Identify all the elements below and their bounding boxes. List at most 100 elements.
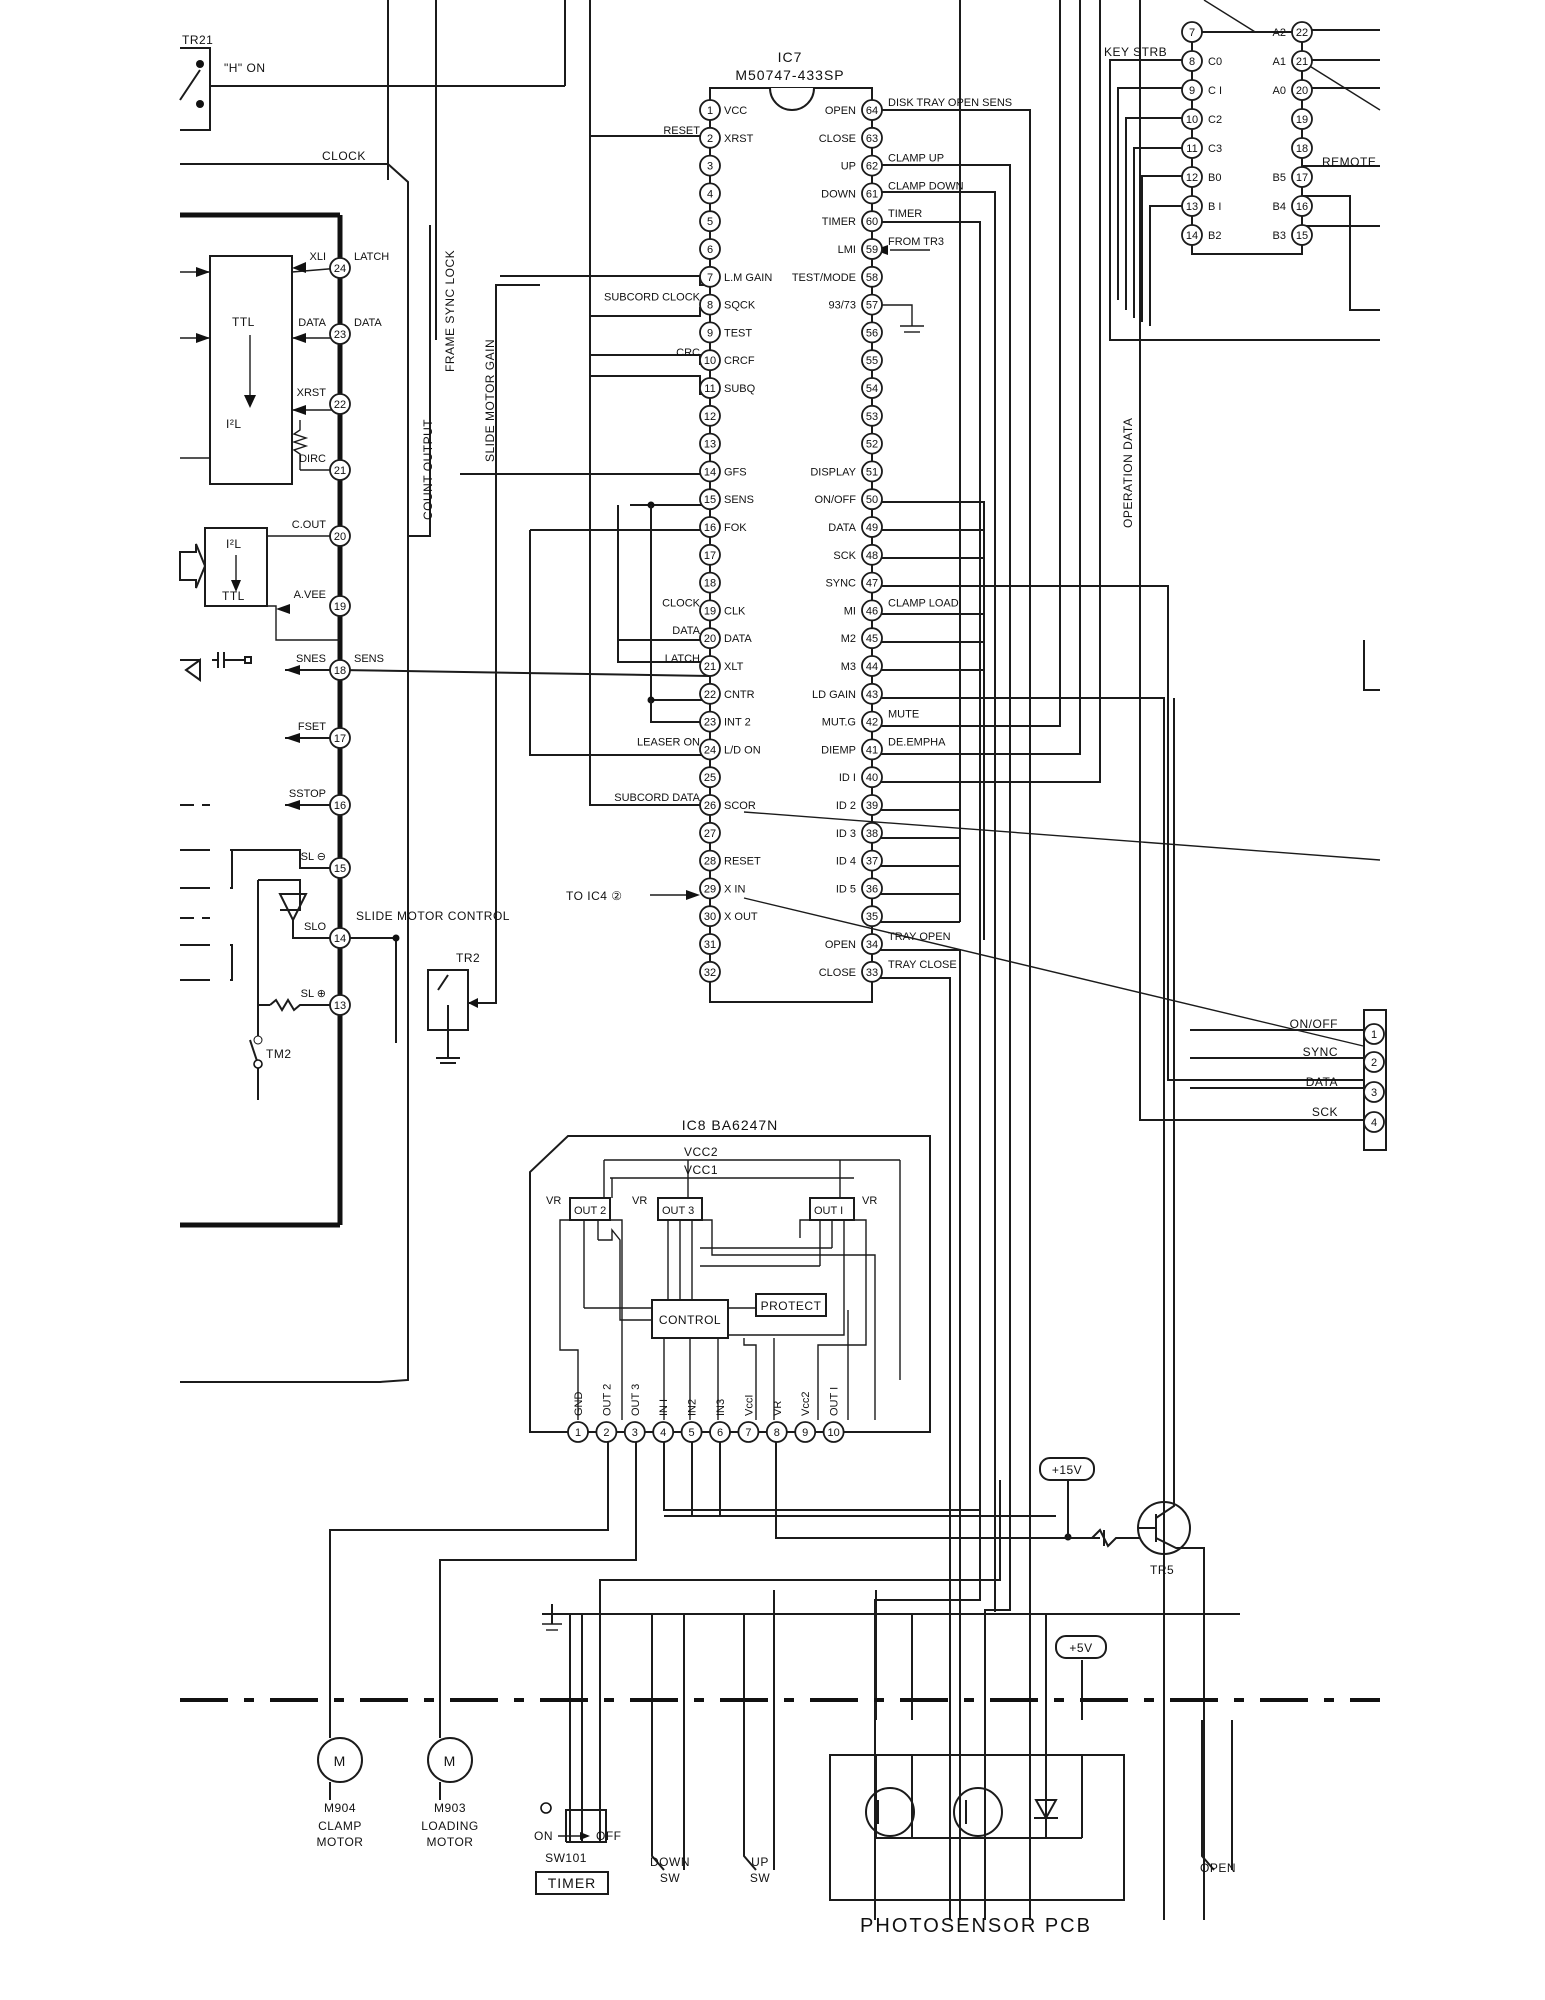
left-chip-pin-22-outer: XRST xyxy=(297,387,327,399)
pin-number: 20 xyxy=(704,633,716,645)
pin-number: 8 xyxy=(1189,56,1195,68)
ic7-pin-11: 11 xyxy=(699,377,721,399)
ic7-pin-34-name: OPEN xyxy=(825,939,856,951)
ic7-pin-45-name: M2 xyxy=(841,633,856,645)
ic7-pin-15: 15 xyxy=(699,488,721,511)
left-chip-pin-22: 22 xyxy=(329,393,351,415)
pin-number: 15 xyxy=(334,863,346,875)
ic7-pin-36: 36 xyxy=(861,877,883,900)
left-chip-pin-23-outer: DATA xyxy=(298,317,326,329)
pin-number: 26 xyxy=(704,800,716,812)
key-chip-pin-11-name: C3 xyxy=(1208,143,1222,155)
ic7-pin-19-name: CLK xyxy=(724,605,746,617)
pin-number: 23 xyxy=(334,329,346,341)
pin-number: 18 xyxy=(704,578,716,590)
pin-number: 61 xyxy=(866,188,878,200)
ic7-pin-19: 19 xyxy=(699,599,721,622)
pin-number: 19 xyxy=(704,605,716,617)
pin-number: 8 xyxy=(707,300,713,312)
key-chip-pin-12: 12 xyxy=(1181,166,1203,188)
ic8-pin-2: 2 xyxy=(595,1421,618,1443)
ic7-net-8: SUBCORD CLOCK xyxy=(604,292,701,304)
m904-desc2: MOTOR xyxy=(317,1835,364,1849)
ic8-pin-5-name: IN2 xyxy=(687,1399,699,1416)
left-chip-pin-14-outer: SLO xyxy=(304,921,326,933)
ic7-pin-50: 50 xyxy=(861,488,883,511)
ic8-pin-9: 9 xyxy=(794,1421,817,1443)
ic7-pin-57: 57 xyxy=(861,293,883,316)
pin-number: 30 xyxy=(704,911,716,923)
ic7-net-59: FROM TR3 xyxy=(888,236,944,248)
pin-number: 16 xyxy=(334,800,346,812)
key-chip-pin-12-name: B0 xyxy=(1208,172,1221,184)
ic7-pin-47-name: SYNC xyxy=(825,578,856,590)
pin-number: 51 xyxy=(866,466,878,478)
ic7-net-42: MUTE xyxy=(888,709,919,721)
key-chip-pin-21-name: A1 xyxy=(1273,56,1286,68)
pin-number: 12 xyxy=(704,411,716,423)
ic7-pin-38-name: ID 3 xyxy=(836,828,856,840)
key-chip-pin-21: 21 xyxy=(1291,50,1313,72)
pin-number: 17 xyxy=(704,550,716,562)
ttl-block-bottom: I²L xyxy=(226,417,242,431)
key-chip-pin-10-name: C2 xyxy=(1208,114,1222,126)
ic7-net-26: SUBCORD DATA xyxy=(614,792,700,804)
ic7-pin-43-name: LD GAIN xyxy=(812,689,856,701)
left-chip-pin-15: 15 xyxy=(329,857,351,879)
key-chip-pin-11: 11 xyxy=(1181,137,1203,159)
ic7-pin-2: 2 xyxy=(699,126,721,149)
left-chip-pin-16: 16 xyxy=(329,794,351,816)
ic7-pin-12: 12 xyxy=(699,404,721,427)
ic7-net-33: TRAY CLOSE xyxy=(888,959,957,971)
ic7-pin-8-name: SQCK xyxy=(724,300,756,312)
key-chip-pin-17: 17 xyxy=(1291,166,1313,188)
ic8-pin-4-name: IN I xyxy=(658,1399,670,1416)
ic7-pin-30-name: X OUT xyxy=(724,911,758,923)
pin-number: 2 xyxy=(707,133,713,145)
pin-number: 27 xyxy=(704,828,716,840)
h-on-label: "H" ON xyxy=(224,61,266,75)
pin-number: 6 xyxy=(717,1427,723,1439)
pin-number: 17 xyxy=(1296,172,1308,184)
ic7-pin-2-name: XRST xyxy=(724,133,754,145)
ic7-pin-34: 34 xyxy=(861,933,883,955)
pin-number: 1 xyxy=(1371,1029,1377,1041)
pin-number: 37 xyxy=(866,856,878,868)
left-chip-pin-19: 19 xyxy=(329,595,351,617)
ic7-pin-16: 16 xyxy=(699,516,721,538)
pin-number: 24 xyxy=(334,263,346,275)
pin-number: 15 xyxy=(1296,230,1308,242)
ic7-pin-10-name: CRCF xyxy=(724,355,755,367)
ic7-pin-26: 26 xyxy=(699,794,721,816)
ic7-pin-54: 54 xyxy=(861,377,883,399)
pin-number: 60 xyxy=(866,216,878,228)
left-chip-pin-19-outer: A.VEE xyxy=(294,589,326,601)
ic7-pin-16-name: FOK xyxy=(724,522,747,534)
ic8-title: IC8 BA6247N xyxy=(682,1117,779,1133)
ic7-pin-1: 1 xyxy=(699,99,721,121)
frame-sync-lock-label: FRAME SYNC LOCK xyxy=(443,250,457,372)
pin-number: 52 xyxy=(866,439,878,451)
ic7-pin-21: 21 xyxy=(699,655,721,677)
pin-number: 15 xyxy=(704,494,716,506)
left-chip-pin-24-inner: LATCH xyxy=(354,251,389,263)
pin-number: 20 xyxy=(334,531,346,543)
pin-number: 22 xyxy=(704,689,716,701)
display-conn-pin-1: 1 xyxy=(1363,1023,1385,1045)
pin-number: 18 xyxy=(334,665,346,677)
ic7-pin-20-name: DATA xyxy=(724,633,752,645)
ic7-pin-49: 49 xyxy=(861,516,883,538)
ic7-pin-46: 46 xyxy=(861,599,883,622)
pin-number: 3 xyxy=(632,1427,638,1439)
ic7-pin-23: 23 xyxy=(699,710,721,733)
ic7-pin-15-name: SENS xyxy=(724,494,754,506)
ic7-pin-48-name: SCK xyxy=(833,550,856,562)
pin-number: 4 xyxy=(660,1427,666,1439)
pin-number: 23 xyxy=(704,717,716,729)
ic7-pin-33: 33 xyxy=(861,960,883,983)
ic8-protect-label: PROTECT xyxy=(761,1299,822,1313)
key-chip-pin-22-name: A2 xyxy=(1273,27,1286,39)
ic7-pin-62-name: UP xyxy=(841,161,856,173)
ic8-pin-8: 8 xyxy=(765,1421,788,1443)
m903-desc2: MOTOR xyxy=(427,1835,474,1849)
